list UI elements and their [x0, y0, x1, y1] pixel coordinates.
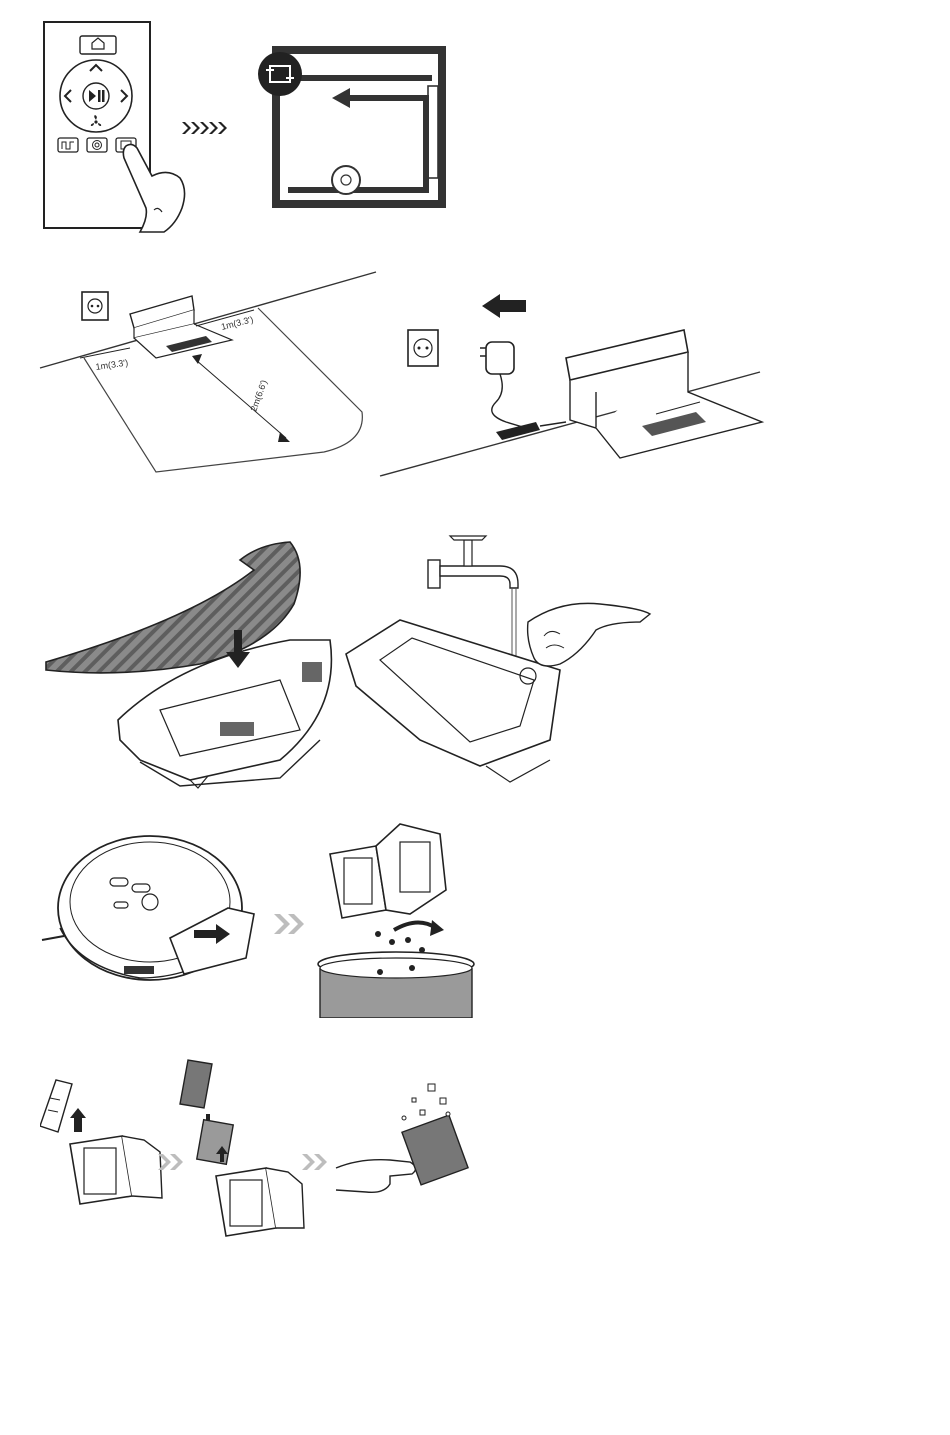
section-mop-install: [40, 530, 660, 792]
section-empty-dustbin: [40, 818, 480, 1018]
power-socket-icon: [82, 292, 108, 320]
filter-frame: [40, 1080, 72, 1132]
remote-direction-pad: [60, 60, 132, 132]
dustbin-open-2: [216, 1168, 304, 1236]
arrow-left-icon: [482, 294, 526, 318]
remote-edge-clean-illustration: [36, 18, 466, 234]
opened-dustbin: [330, 824, 446, 936]
edge-mode-badge: [258, 52, 302, 96]
charging-dock-small: [130, 296, 232, 358]
section-remote-edge-clean: [36, 18, 466, 234]
double-chevron-icon: [274, 914, 304, 934]
charging-dock-large: [566, 330, 762, 458]
hepa-filter: [197, 1120, 233, 1165]
double-chevron-icon: [158, 1154, 183, 1170]
empty-dustbin-illustration: [40, 818, 480, 1018]
side-distance-label-1: 1m(3.3'): [95, 358, 129, 372]
sponge-filter: [180, 1060, 212, 1108]
section-dock-placement: 1m(3.3') 1m(3.3') 2m(6.6'): [36, 262, 796, 482]
front-distance-label: 2m(6.6'): [248, 379, 269, 413]
section-filter-clean: [40, 1058, 480, 1258]
room-door: [428, 86, 438, 178]
double-chevron-icon: [182, 122, 227, 134]
mop-install-illustration: [40, 530, 660, 792]
power-adapter-icon: [480, 342, 526, 428]
hand-holding-tank: [528, 603, 650, 666]
clearance-area: [84, 308, 362, 472]
robot-top-view: [332, 166, 360, 194]
filter-clean-illustration: [40, 1058, 480, 1258]
power-socket-icon: [408, 330, 438, 366]
water-tank-rinse: [346, 620, 560, 782]
power-plug: [496, 422, 540, 440]
arrow-up-icon: [70, 1108, 86, 1132]
dock-placement-illustration: 1m(3.3') 1m(3.3') 2m(6.6'): [36, 262, 796, 482]
side-distance-label-2: 1m(3.3'): [220, 314, 254, 332]
trash-can: [318, 952, 474, 1018]
pour-arrow: [394, 922, 436, 930]
dust-flakes: [402, 1084, 450, 1120]
hand-tapping-filter: [336, 1160, 416, 1193]
remote-spot-button: [58, 138, 78, 152]
side-brush: [42, 936, 64, 940]
double-chevron-icon: [302, 1154, 327, 1170]
dustbin-open-1: [70, 1136, 162, 1204]
